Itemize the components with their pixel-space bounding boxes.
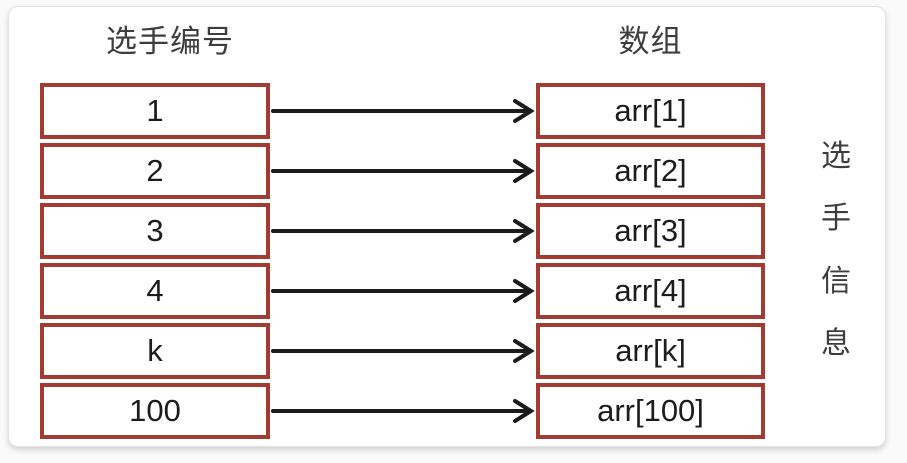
player-number-column-header: 选手编号 bbox=[106, 24, 234, 59]
player-cell: 2 bbox=[40, 143, 270, 199]
array-element-cell: arr[3] bbox=[536, 203, 765, 259]
player-cell: k bbox=[40, 323, 270, 379]
side-label-char: 信 bbox=[821, 265, 851, 298]
arrow-right-icon bbox=[271, 219, 535, 243]
player-cell: 3 bbox=[40, 203, 270, 259]
array-element-cell: arr[1] bbox=[536, 83, 765, 139]
arrow-right-icon bbox=[271, 399, 535, 423]
side-label-char: 息 bbox=[821, 327, 851, 360]
player-cell: 4 bbox=[40, 263, 270, 319]
arrow-right-icon bbox=[271, 159, 535, 183]
arrow-right-icon bbox=[271, 279, 535, 303]
array-element-cell: arr[2] bbox=[536, 143, 765, 199]
array-element-cell: arr[4] bbox=[536, 263, 765, 319]
player-cell: 1 bbox=[40, 83, 270, 139]
side-label-char: 选 bbox=[821, 140, 851, 173]
array-element-cell: arr[k] bbox=[536, 323, 765, 379]
array-element-cell: arr[100] bbox=[536, 383, 765, 439]
array-column-header: 数组 bbox=[618, 24, 683, 59]
arrow-right-icon bbox=[271, 99, 535, 123]
side-label-char: 手 bbox=[821, 202, 851, 235]
mapping-arrows bbox=[271, 99, 535, 423]
player-cell: 100 bbox=[40, 383, 270, 439]
arrow-right-icon bbox=[271, 339, 535, 363]
